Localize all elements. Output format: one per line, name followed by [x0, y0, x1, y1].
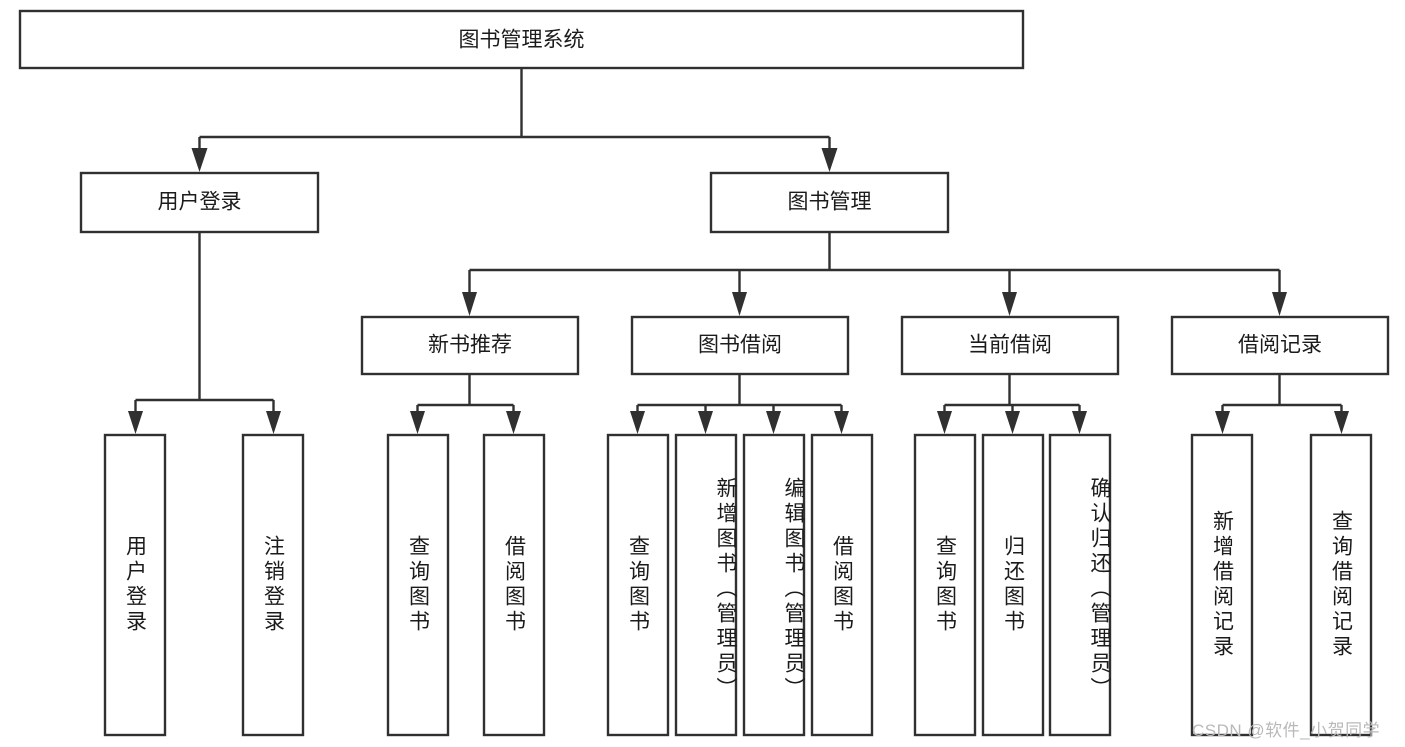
node-leaf-return-books[interactable] — [981, 433, 1045, 737]
node-leaf-add-book-admin[interactable] — [674, 433, 738, 737]
node-user-login[interactable] — [79, 171, 320, 234]
node-leaf-query-books-rec[interactable] — [386, 433, 450, 737]
connector-group-new-book-recommend — [410, 374, 521, 434]
connector-group-root — [191, 68, 838, 172]
arrowhead-leaf-confirm-return-admin — [1072, 411, 1087, 434]
connector-group-current-borrow — [937, 374, 1087, 434]
arrowhead-leaf-borrow-books-rec — [506, 411, 521, 434]
node-leaf-borrow-books[interactable] — [810, 433, 874, 737]
node-root-label: 图书管理系统 — [459, 29, 585, 52]
node-leaf-borrow-books-rec[interactable] — [482, 433, 546, 737]
node-new-book-recommend[interactable] — [360, 315, 580, 376]
node-root[interactable] — [18, 9, 1025, 70]
arrowhead-leaf-user-login — [128, 411, 143, 434]
node-leaf-edit-book-admin[interactable] — [742, 433, 806, 737]
node-borrow-record-label: 借阅记录 — [1238, 334, 1322, 357]
arrowhead-leaf-edit-book-admin — [766, 411, 781, 434]
arrowhead-leaf-return-books — [1005, 411, 1020, 434]
node-leaf-logout[interactable] — [241, 433, 305, 737]
node-current-borrow-label: 当前借阅 — [968, 334, 1052, 357]
arrowhead-leaf-add-book-admin — [698, 411, 713, 434]
arrowhead-leaf-borrow-books — [834, 411, 849, 434]
connector-group-borrow-record — [1215, 374, 1349, 434]
arrowhead-leaf-query-books-cur — [937, 411, 952, 434]
node-current-borrow[interactable] — [900, 315, 1120, 376]
node-leaf-user-login[interactable] — [103, 433, 167, 737]
node-new-book-recommend-label: 新书推荐 — [428, 334, 512, 357]
connector-group-user-login — [128, 232, 281, 434]
node-leaf-query-borrow-record[interactable] — [1309, 433, 1373, 737]
node-leaf-query-books[interactable] — [606, 433, 670, 737]
node-borrow-record[interactable] — [1170, 315, 1390, 376]
csdn-watermark: CSDN @软件_小贺同学 — [1192, 721, 1381, 740]
node-book-borrow-label: 图书借阅 — [698, 334, 782, 357]
arrowhead-leaf-logout — [266, 411, 281, 434]
arrowhead-leaf-query-books — [630, 411, 645, 434]
node-user-login-label: 用户登录 — [158, 191, 242, 214]
arrowhead-new-book-recommend — [462, 292, 477, 316]
arrowhead-current-borrow — [1002, 292, 1017, 316]
arrowhead-leaf-query-books-rec — [410, 411, 425, 434]
arrowhead-book-borrow — [732, 292, 747, 316]
arrowhead-user-login — [191, 148, 208, 172]
node-book-management[interactable] — [709, 171, 950, 234]
node-leaf-add-borrow-record[interactable] — [1190, 433, 1254, 737]
arrowhead-leaf-add-borrow-record — [1215, 411, 1230, 434]
connector-group-book-borrow — [630, 374, 849, 434]
node-book-management-label: 图书管理 — [788, 191, 872, 214]
node-leaf-confirm-return-admin[interactable] — [1048, 433, 1112, 737]
node-leaf-query-books-cur[interactable] — [913, 433, 977, 737]
arrowhead-book-management — [821, 148, 838, 172]
connector-group-book-management — [462, 232, 1287, 316]
arrowhead-borrow-record — [1272, 292, 1287, 316]
node-book-borrow[interactable] — [630, 315, 850, 376]
arrowhead-leaf-query-borrow-record — [1334, 411, 1349, 434]
